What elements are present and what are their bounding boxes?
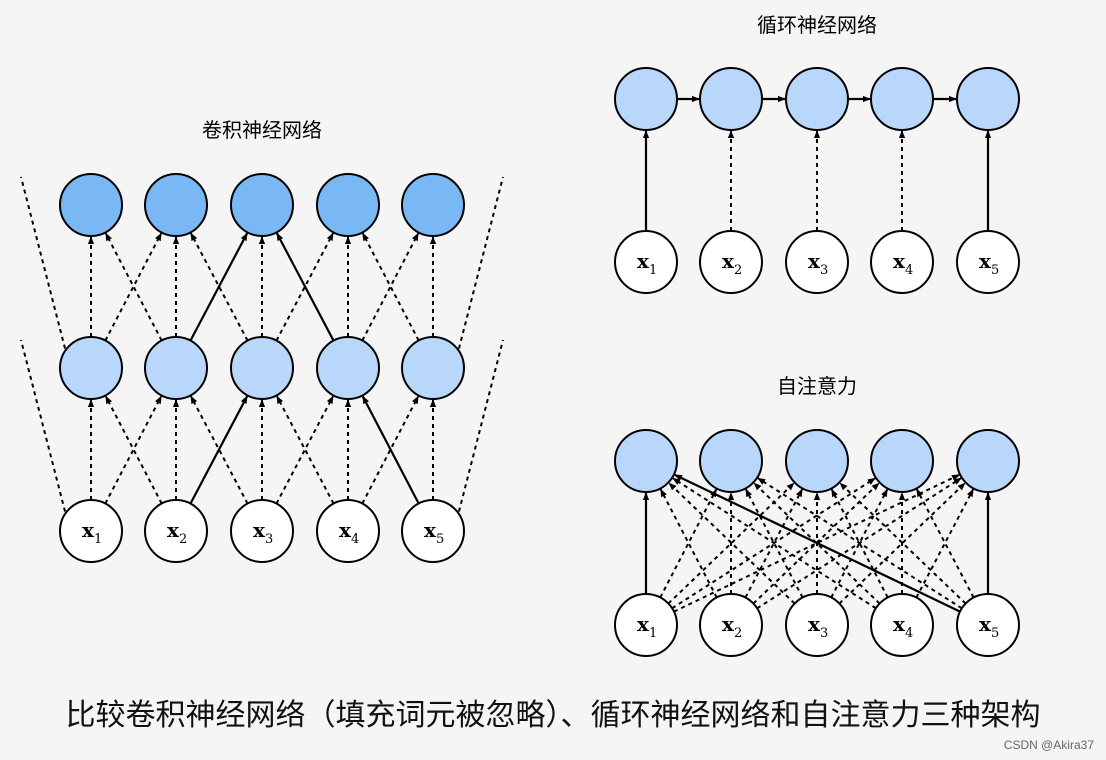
attention-output-node: [699, 429, 763, 493]
cnn-hidden-node: [230, 336, 294, 400]
attention-input-node: [956, 593, 1020, 657]
attention-input-label: x2: [722, 612, 742, 641]
cnn-output-node: [144, 173, 208, 237]
cnn-input-node: [316, 499, 380, 563]
cnn-hidden-node: [316, 336, 380, 400]
attention-output-node: [785, 429, 849, 493]
cnn-padding-edge: [454, 176, 504, 365]
cnn-output-node: [230, 173, 294, 237]
cnn-padding-edge: [20, 339, 70, 528]
attention-edge: [839, 482, 967, 605]
rnn-title: 循环神经网络: [757, 13, 877, 37]
attention-edge: [753, 482, 881, 605]
cnn-output-node: [401, 173, 465, 237]
cnn-input-node: [59, 499, 123, 563]
cnn-input-label: x1: [82, 518, 102, 547]
cnn-input-label: x4: [339, 518, 359, 547]
rnn-hidden-node: [956, 67, 1020, 131]
cnn-title: 卷积神经网络: [202, 118, 322, 142]
rnn-hidden-node: [785, 67, 849, 131]
attention-edge: [838, 482, 966, 605]
attention-input-node: [785, 593, 849, 657]
cnn-edge: [275, 232, 335, 342]
rnn-input-label: x3: [808, 249, 828, 278]
cnn-hidden-node: [59, 336, 123, 400]
nodes: x1 x2 x3 x4 x5 x1 x2 x3 x4 x5 x1 x2 x3 x4 x5: [59, 67, 1020, 657]
attention-edge: [672, 477, 877, 610]
attention-input-node: [614, 593, 678, 657]
rnn-input-node: [785, 230, 849, 294]
attention-input-label: x3: [808, 612, 828, 641]
cnn-output-node: [59, 173, 123, 237]
attention-title: 自注意力: [777, 374, 857, 398]
attention-edge: [752, 482, 880, 605]
attention-output-node: [614, 429, 678, 493]
rnn-input-node: [699, 230, 763, 294]
cnn-input-node: [144, 499, 208, 563]
attention-edge: [668, 482, 796, 605]
cnn-edge: [189, 395, 249, 505]
cnn-hidden-node: [401, 336, 465, 400]
cnn-hidden-node: [144, 336, 208, 400]
attention-edge: [757, 477, 963, 610]
cnn-input-node: [401, 499, 465, 563]
cnn-output-node: [316, 173, 380, 237]
cnn-input-label: x3: [253, 518, 273, 547]
attention-edge: [674, 473, 961, 613]
cnn-edge: [189, 232, 249, 342]
rnn-hidden-node: [614, 67, 678, 131]
rnn-input-label: x4: [893, 249, 913, 278]
edges: [20, 95, 992, 613]
rnn-input-label: x2: [722, 249, 742, 278]
rnn-input-label: x5: [979, 249, 999, 278]
rnn-input-node: [956, 230, 1020, 294]
attention-output-node: [956, 429, 1020, 493]
cnn-edge: [361, 395, 420, 505]
attention-input-label: x1: [637, 612, 657, 641]
attention-input-node: [870, 593, 934, 657]
rnn-input-label: x1: [637, 249, 657, 278]
rnn-input-node: [614, 230, 678, 294]
cnn-input-node: [230, 499, 294, 563]
attention-input-node: [699, 593, 763, 657]
watermark: CSDN @Akira37: [1003, 738, 1094, 752]
attention-output-node: [870, 429, 934, 493]
rnn-hidden-node: [699, 67, 763, 131]
attention-input-label: x5: [979, 612, 999, 641]
cnn-padding-edge: [20, 176, 70, 365]
cnn-padding-edge: [454, 339, 504, 528]
rnn-hidden-node: [870, 67, 934, 131]
rnn-input-node: [870, 230, 934, 294]
cnn-input-label: x5: [424, 518, 444, 547]
cnn-input-label: x2: [167, 518, 187, 547]
attention-edge: [667, 482, 795, 605]
attention-input-label: x4: [893, 612, 913, 641]
figure-caption: 比较卷积神经网络（填充词元被忽略）、循环神经网络和自注意力三种架构: [65, 698, 1041, 733]
